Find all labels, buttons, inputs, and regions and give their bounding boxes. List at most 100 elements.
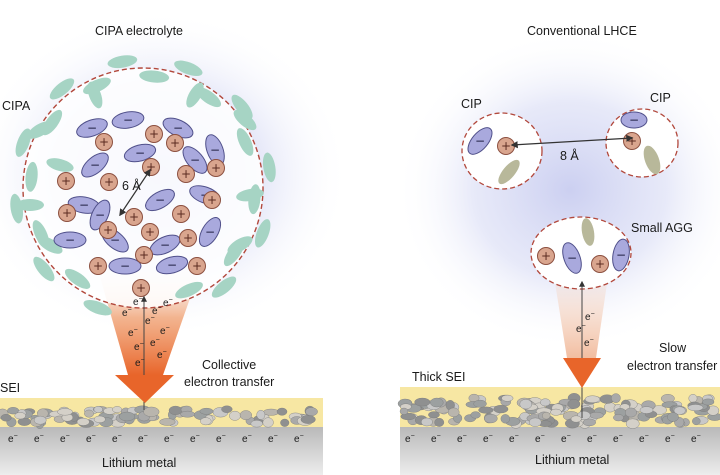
- cation-sign: +: [501, 139, 511, 153]
- electron-symbol: e−: [483, 433, 493, 445]
- sei-particle: [199, 407, 214, 415]
- cipa-anion: −: [182, 146, 208, 174]
- small-agg-boundary: [530, 216, 632, 290]
- electron-symbol: e−: [60, 433, 70, 445]
- cipa-cation: +: [141, 223, 159, 241]
- solvent-shell-molecule: [33, 256, 55, 282]
- right-transfer-arrowhead: [563, 358, 601, 388]
- sei-particle: [428, 411, 440, 419]
- right-metal-label: Lithium metal: [535, 453, 609, 467]
- cation-sign: +: [104, 175, 114, 189]
- anion-sign: −: [120, 259, 130, 273]
- solvent-shell-molecule: [37, 236, 63, 254]
- cip-right-cation: +: [623, 132, 641, 150]
- cipa-cation: +: [166, 134, 184, 152]
- cip-left-cation: +: [497, 137, 515, 155]
- electron-symbol: e−: [133, 296, 143, 308]
- solvent-shell-molecule: [46, 158, 74, 172]
- cipa-anion: −: [108, 257, 142, 275]
- sei-particle: [14, 412, 26, 420]
- sei-particle: [478, 406, 494, 414]
- agg-cation: +: [537, 247, 555, 265]
- agg-anion: −: [612, 238, 630, 272]
- sei-particle: [584, 395, 600, 403]
- electron-symbol: e−: [8, 433, 18, 445]
- sei-particle: [229, 410, 241, 421]
- solvent-shell-molecule: [211, 276, 237, 298]
- sei-particle: [493, 405, 509, 414]
- agg-cation: +: [591, 255, 609, 273]
- right-transfer-label-line1: Slow: [659, 341, 687, 355]
- cip-right-boundary: [605, 108, 679, 178]
- cipa-cation: +: [57, 172, 75, 190]
- anion-sign: −: [123, 113, 133, 127]
- anion-sign: −: [95, 208, 105, 222]
- electron-symbol: e−: [294, 433, 304, 445]
- cipa-cation: +: [179, 229, 197, 247]
- cipa-anion: −: [53, 231, 87, 249]
- agg-anion: −: [562, 242, 582, 274]
- right-transfer-cone: [553, 270, 609, 358]
- electron-symbol: e−: [585, 311, 595, 323]
- electron-symbol: e−: [160, 325, 170, 337]
- solvent-shell-molecule: [25, 161, 38, 192]
- solvent-shell-molecule: [236, 188, 264, 202]
- sei-particle: [57, 408, 73, 416]
- sei-particle: [84, 409, 94, 418]
- electron-symbol: e−: [134, 341, 144, 353]
- cipa-anion: −: [123, 143, 157, 163]
- sei-particle: [33, 415, 47, 425]
- electron-symbol: e−: [268, 433, 278, 445]
- sei-particle: [501, 394, 514, 402]
- cipa-cation: +: [188, 257, 206, 275]
- left-metal-label: Lithium metal: [102, 456, 176, 470]
- electron-symbol: e−: [122, 307, 132, 319]
- electron-symbol: e−: [34, 433, 44, 445]
- cipa-anions: −−−−−−−−−−−−−−−−−: [53, 111, 225, 275]
- sei-particle: [305, 407, 318, 416]
- electron-symbol: e−: [535, 433, 545, 445]
- cation-sign: +: [211, 161, 221, 175]
- anion-sign: −: [87, 121, 97, 135]
- electron-symbol: e−: [112, 433, 122, 445]
- sei-particle: [262, 417, 274, 428]
- sei-particle: [250, 420, 263, 428]
- electron-symbol: e−: [164, 433, 174, 445]
- cation-sign: +: [149, 127, 159, 141]
- sei-particle: [613, 414, 624, 422]
- sei-particle: [168, 405, 183, 415]
- right-lithium-metal: [400, 427, 720, 475]
- cip-left-anion: −: [467, 127, 493, 155]
- left-transfer-arrowhead: [115, 375, 174, 403]
- anion-sign: −: [155, 193, 165, 207]
- sei-particle: [540, 398, 551, 407]
- electron-symbol: e−: [216, 433, 226, 445]
- cipa-anion: −: [76, 118, 108, 138]
- sei-particle: [589, 411, 604, 419]
- sei-particle: [473, 399, 487, 408]
- sei-particle: [93, 415, 106, 423]
- right-sei-label: Thick SEI: [412, 370, 466, 384]
- sei-particle: [200, 417, 212, 426]
- sei-particle: [519, 399, 533, 410]
- sei-particle: [673, 406, 686, 415]
- anion-sign: −: [205, 225, 215, 239]
- cipa-distance-label: 6 Å: [122, 178, 141, 193]
- anion-sign: −: [210, 143, 220, 157]
- cipa-cation: +: [172, 205, 190, 223]
- cation-sign: +: [93, 259, 103, 273]
- cipa-cation: +: [177, 165, 195, 183]
- cation-sign: +: [170, 136, 180, 150]
- cipa-cation: +: [89, 257, 107, 275]
- cipa-distance-arrow: [119, 168, 151, 217]
- sei-particle: [76, 417, 90, 426]
- sei-particle: [421, 417, 433, 427]
- electron-symbol: e−: [128, 327, 138, 339]
- anion-sign: −: [79, 198, 89, 212]
- cip-right-anion: −: [620, 111, 648, 129]
- electron-symbol: e−: [576, 323, 586, 335]
- electron-symbol: e−: [135, 357, 145, 369]
- electron-symbol: e−: [150, 337, 160, 349]
- sei-particle: [399, 407, 409, 415]
